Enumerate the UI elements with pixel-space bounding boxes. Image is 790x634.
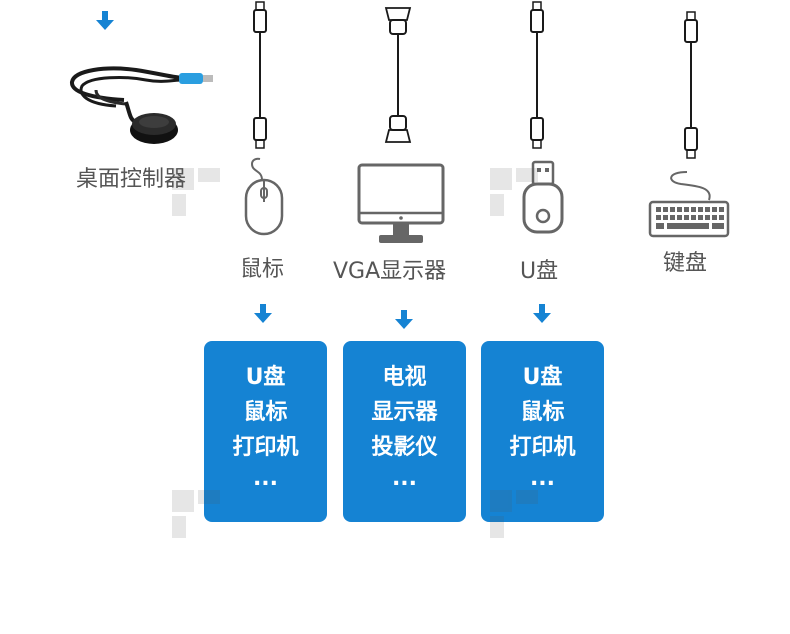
mouse-port-devices-box: U盘 鼠标 打印机 ... (204, 341, 327, 522)
monitor-icon (357, 163, 445, 243)
box-line: 电视 (382, 365, 427, 390)
display-port-devices-box: 电视 显示器 投影仪 ... (343, 341, 466, 522)
desktop-controller-icon (70, 66, 213, 144)
usb-cable-icon (530, 1, 544, 149)
usb-port-devices-box: U盘 鼠标 打印机 ... (481, 341, 604, 522)
vga-cable-icon (384, 7, 412, 143)
box-line: 显示器 (371, 400, 438, 425)
box-line: U盘 (245, 365, 286, 390)
display-label: VGA显示器 (333, 259, 447, 284)
box-ellipsis: ... (252, 466, 279, 491)
usb-cable-icon (684, 11, 698, 159)
box-ellipsis: ... (391, 466, 418, 491)
mouse-label: 鼠标 (240, 257, 285, 282)
controller-label: 桌面控制器 (76, 167, 187, 192)
mouse-icon (244, 157, 284, 236)
down-arrow-icon (96, 11, 114, 30)
usb-cable-icon (253, 1, 267, 149)
down-arrow-icon (254, 304, 272, 323)
box-line: 鼠标 (243, 400, 288, 425)
down-arrow-icon (533, 304, 551, 323)
box-line: 打印机 (232, 435, 299, 460)
usb-drive-label: U盘 (520, 259, 559, 284)
keyboard-label: 键盘 (663, 251, 708, 276)
box-line: U盘 (522, 365, 563, 390)
down-arrow-icon (395, 310, 413, 329)
box-line: 投影仪 (371, 435, 438, 460)
box-ellipsis: ... (529, 466, 556, 491)
box-line: 鼠标 (520, 400, 565, 425)
usb-drive-icon (522, 160, 564, 234)
keyboard-icon (648, 171, 730, 238)
box-line: 打印机 (509, 435, 576, 460)
